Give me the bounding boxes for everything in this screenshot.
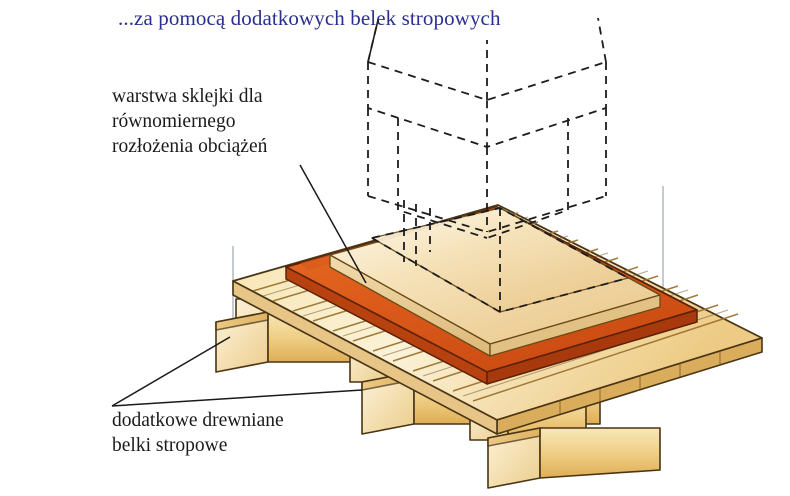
platform-step (329, 207, 661, 357)
deck-plank-ends (559, 351, 721, 414)
page-title: ...za pomocą dodatkowych belek stropowyc… (118, 6, 501, 30)
leader-joist-a (111, 336, 231, 407)
annotation-plywood-layer: warstwa sklejki dla równomiernego rozłoż… (112, 86, 268, 157)
annotation-floor-joists: dodatkowe drewniane belki stropowe (112, 410, 284, 456)
leader-lines (111, 164, 367, 407)
joist-beam (487, 427, 661, 489)
wall-visible-edge (367, 19, 379, 63)
platform-edge-right (489, 294, 661, 357)
leader-joist-b (111, 389, 363, 407)
plywood-edge-right (486, 309, 698, 385)
leader-plywood (299, 164, 367, 284)
deck-edge-left (232, 280, 498, 435)
